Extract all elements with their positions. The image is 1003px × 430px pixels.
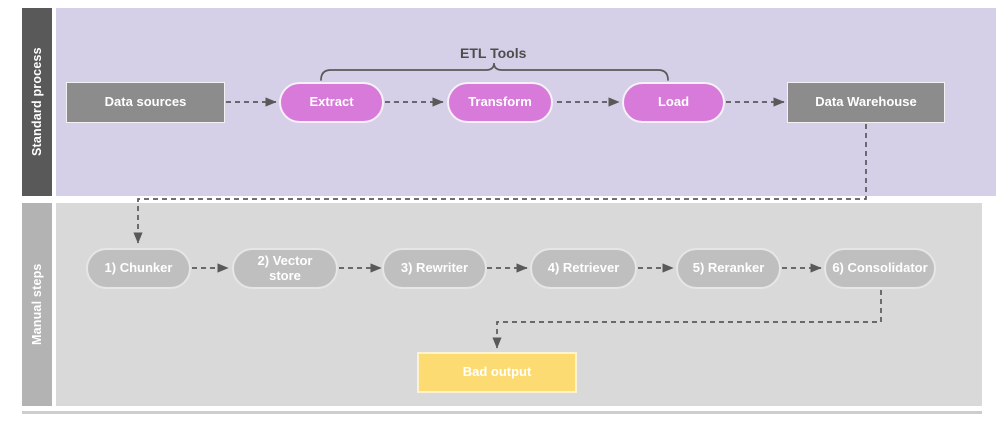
node-transform[interactable]: Transform	[447, 82, 553, 123]
node-reranker[interactable]: 5) Reranker	[676, 248, 781, 289]
node-bad-output[interactable]: Bad output	[417, 352, 577, 393]
node-consolidator[interactable]: 6) Consolidator	[824, 248, 936, 289]
node-load[interactable]: Load	[622, 82, 725, 123]
node-data-warehouse[interactable]: Data Warehouse	[787, 82, 945, 123]
node-retriever[interactable]: 4) Retriever	[530, 248, 637, 289]
node-vector-store[interactable]: 2) Vector store	[232, 248, 338, 289]
node-rewriter[interactable]: 3) Rewriter	[382, 248, 487, 289]
bottom-divider	[22, 411, 982, 414]
group-label-etl-tools: ETL Tools	[460, 45, 527, 61]
lane-label-standard-process: Standard process	[22, 8, 52, 196]
node-chunker[interactable]: 1) Chunker	[86, 248, 191, 289]
lane-label-manual-steps: Manual steps	[22, 203, 52, 406]
node-data-sources[interactable]: Data sources	[66, 82, 225, 123]
node-extract[interactable]: Extract	[279, 82, 384, 123]
